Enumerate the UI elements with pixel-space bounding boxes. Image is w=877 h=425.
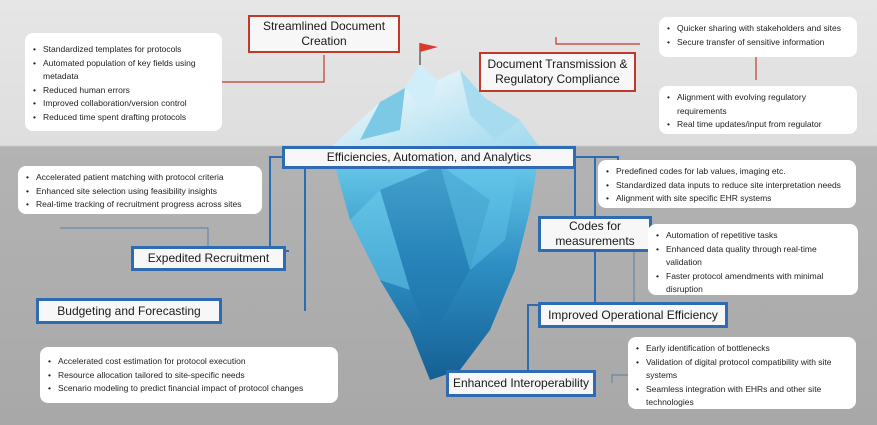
document-transmission-label: Document Transmission & Regulatory Compl…: [487, 57, 628, 86]
codes-for-measurements-box: Codes for measurements: [538, 216, 652, 252]
list-item: Faster protocol amendments with minimal …: [656, 270, 850, 297]
operational-benefits-list: Automation of repetitive tasks Enhanced …: [648, 224, 858, 295]
codes-benefits-list: Predefined codes for lab values, imaging…: [598, 160, 856, 208]
list-item: Enhanced data quality through real-time …: [656, 243, 850, 270]
streamlined-document-creation-label: Streamlined Document Creation: [262, 19, 386, 48]
efficiencies-box: Efficiencies, Automation, and Analytics: [282, 146, 576, 169]
list-item: Automated population of key fields using…: [33, 57, 214, 84]
list-item: Secure transfer of sensitive information: [667, 36, 849, 50]
streamlined-benefits-list: Standardized templates for protocols Aut…: [25, 33, 222, 131]
list-item: Automation of repetitive tasks: [656, 229, 850, 243]
budgeting-forecasting-label: Budgeting and Forecasting: [57, 303, 201, 318]
list-item: Reduced human errors: [33, 84, 214, 98]
list-item: Validation of digital protocol compatibi…: [636, 356, 848, 383]
budgeting-forecasting-box: Budgeting and Forecasting: [36, 298, 222, 324]
list-item: Accelerated cost estimation for protocol…: [48, 355, 330, 369]
list-item: Alignment with evolving regulatory requi…: [667, 91, 849, 118]
list-item: Standardized data inputs to reduce site …: [606, 179, 848, 193]
codes-for-measurements-label: Codes for measurements: [555, 219, 635, 248]
list-item: Reduced time spent drafting protocols: [33, 111, 214, 125]
list-item: Scenario modeling to predict financial i…: [48, 382, 330, 396]
interoperability-benefits-list: Early identification of bottlenecks Vali…: [628, 337, 856, 409]
expedited-recruitment-label: Expedited Recruitment: [147, 251, 270, 265]
enhanced-interoperability-label: Enhanced Interoperability: [452, 376, 590, 390]
list-item: Alignment with site specific EHR systems: [606, 192, 848, 206]
list-item: Improved collaboration/version control: [33, 97, 214, 111]
list-item: Real-time tracking of recruitment progre…: [26, 198, 254, 212]
list-item: Enhanced site selection using feasibilit…: [26, 185, 254, 199]
list-item: Predefined codes for lab values, imaging…: [606, 165, 848, 179]
budgeting-benefits-list: Accelerated cost estimation for protocol…: [40, 347, 338, 403]
operational-efficiency-label: Improved Operational Efficiency: [548, 307, 718, 322]
streamlined-document-creation-box: Streamlined Document Creation: [248, 15, 400, 53]
document-transmission-box: Document Transmission & Regulatory Compl…: [479, 52, 636, 92]
recruitment-benefits-list: Accelerated patient matching with protoc…: [18, 166, 262, 214]
list-item: Accelerated patient matching with protoc…: [26, 171, 254, 185]
list-item: Seamless integration with EHRs and other…: [636, 383, 848, 410]
iceberg-illustration: [330, 43, 540, 380]
list-item: Resource allocation tailored to site-spe…: [48, 369, 330, 383]
list-item: Standardized templates for protocols: [33, 43, 214, 57]
sharing-benefits-list: Quicker sharing with stakeholders and si…: [659, 17, 857, 57]
efficiencies-label: Efficiencies, Automation, and Analytics: [326, 150, 532, 164]
operational-efficiency-box: Improved Operational Efficiency: [538, 302, 728, 328]
list-item: Early identification of bottlenecks: [636, 342, 848, 356]
list-item: Real time updates/input from regulator: [667, 118, 849, 132]
list-item: Quicker sharing with stakeholders and si…: [667, 22, 849, 36]
flag-icon: [420, 43, 438, 52]
regulatory-benefits-list: Alignment with evolving regulatory requi…: [659, 86, 857, 134]
expedited-recruitment-box: Expedited Recruitment: [131, 246, 286, 271]
enhanced-interoperability-box: Enhanced Interoperability: [446, 370, 596, 397]
